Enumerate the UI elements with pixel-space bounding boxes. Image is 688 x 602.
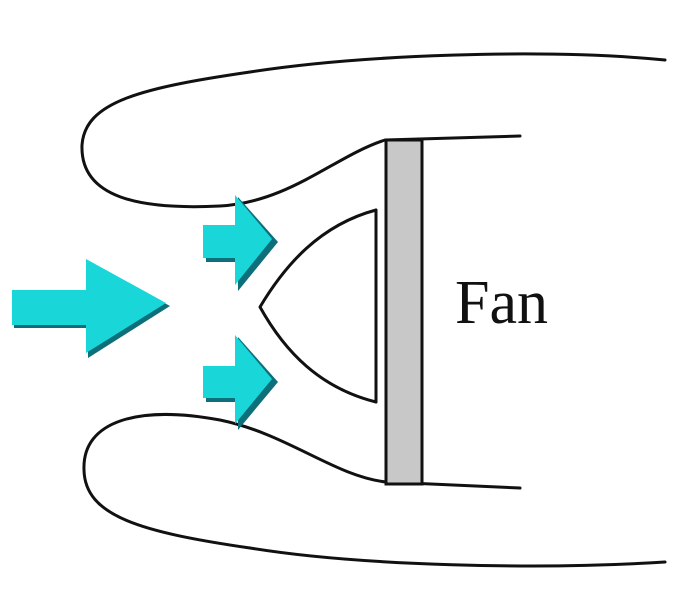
fan-disc: [384, 138, 424, 486]
fan-label: Fan: [455, 269, 548, 337]
lower-small-arrow: [203, 335, 272, 424]
lower-nacelle-outline: [82, 413, 667, 568]
upper-nacelle-outline: [80, 52, 667, 209]
spinner-outline: [258, 208, 378, 404]
inflow-arrow-large: [12, 259, 166, 353]
upper-small-arrow: [203, 195, 272, 285]
